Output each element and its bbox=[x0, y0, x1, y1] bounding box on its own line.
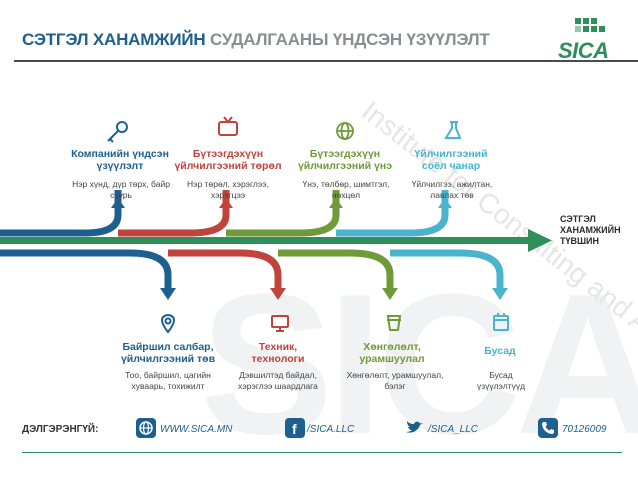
flow-bottom-olive bbox=[278, 249, 394, 290]
bottom-item-label-2: Техник, технологи bbox=[251, 341, 305, 365]
arrowhead-top-red bbox=[219, 198, 233, 208]
page-title: СЭТГЭЛ ХАНАМЖИЙН СУДАЛГААНЫ ҮНДСЭН ҮЗҮҮЛ… bbox=[22, 30, 490, 50]
flow-top-olive bbox=[226, 190, 340, 237]
twitter-link[interactable]: /SICA_LLC bbox=[428, 424, 479, 435]
footer-label: ДЭЛГЭРЭНГҮЙ: bbox=[22, 424, 99, 435]
bottom-item-desc-3: Хөнгөлөлт, урамшуулал, бэлэг bbox=[346, 370, 444, 391]
arrowhead-top-cyan bbox=[438, 198, 452, 208]
cup-icon bbox=[386, 315, 402, 331]
top-item-label-3: Бүтээгдэхүүн үйлчилгээний үнэ bbox=[297, 148, 393, 172]
top-item-desc-1: Нэр хүнд, дүр төрх, байр суурь bbox=[72, 179, 170, 200]
logo-text: SICA bbox=[558, 38, 609, 63]
bottom-item-label-1: Байршил салбар, үйлчилгээний төв bbox=[120, 341, 216, 365]
title-divider bbox=[14, 60, 638, 62]
bottom-item-label-4: Бусад bbox=[484, 345, 516, 357]
phone-number[interactable]: 70126009 bbox=[562, 424, 607, 435]
footer-divider bbox=[22, 452, 622, 453]
flow-bottom-blue bbox=[0, 249, 172, 290]
flow-top-blue bbox=[0, 190, 122, 237]
satisfaction-level-label: СЭТГЭЛ ХАНАМЖИЙН ТҮВШИН bbox=[560, 214, 621, 246]
twitter-icon bbox=[404, 418, 424, 438]
bottom-item-desc-4: Бусад үзүүлэлтүүд bbox=[476, 370, 526, 391]
svg-text:f: f bbox=[292, 421, 297, 437]
top-item-desc-4: Үйлчилгээ, ажилтан, лавлах төв bbox=[411, 179, 493, 200]
arrowhead-bottom-cyan bbox=[492, 288, 508, 300]
main-arrow-head bbox=[528, 229, 552, 252]
globe-icon bbox=[336, 122, 354, 140]
top-item-label-4: Үйлчилгээний соёл чанар bbox=[414, 148, 488, 172]
title-part-1: СЭТГЭЛ ХАНАМЖИЙН bbox=[22, 30, 206, 49]
bottom-item-desc-1: Тоо, байршил, цагийн хуваарь, тохижилт bbox=[125, 370, 211, 391]
top-item-desc-2: Нэр төрөл, хэрэглээ, хэрэгцээ bbox=[187, 179, 269, 200]
bottom-item-label-3: Хөнгөлөлт, урамшуулал bbox=[359, 341, 425, 365]
top-item-label-2: Бүтээгдэхүүн үйлчилгээний төрөл bbox=[174, 148, 282, 172]
monitor-icon bbox=[271, 315, 289, 332]
phone-icon bbox=[538, 418, 558, 438]
flow-bottom-red bbox=[168, 249, 282, 290]
arrowhead-top-olive bbox=[329, 198, 343, 208]
flow-top-cyan bbox=[336, 190, 449, 237]
flow-top-red bbox=[118, 190, 230, 237]
title-part-2: СУДАЛГААНЫ ҮНДСЭН ҮЗҮҮЛЭЛТ bbox=[210, 30, 490, 49]
facebook-icon: f bbox=[285, 418, 305, 438]
arrowhead-bottom-red bbox=[270, 288, 286, 300]
location-pin-icon bbox=[161, 313, 175, 334]
top-item-desc-3: Үнэ, төлбөр, шимтгэл, нөхцөл bbox=[302, 179, 390, 200]
arrowhead-bottom-olive bbox=[382, 288, 398, 300]
main-arrow-bar bbox=[0, 237, 530, 244]
arrowhead-top-blue bbox=[111, 198, 125, 208]
bottom-item-desc-2: Дэвшилтэд байдал, хэрэглээ шаардлага bbox=[238, 370, 318, 391]
flow-bottom-cyan bbox=[390, 249, 504, 290]
top-item-label-1: Компанийн үндсэн үзүүлэлт bbox=[71, 148, 169, 172]
facebook-link[interactable]: /SICA.LLC bbox=[307, 424, 355, 435]
key-icon bbox=[107, 121, 128, 143]
calendar-icon bbox=[493, 313, 509, 331]
tv-icon bbox=[218, 116, 238, 136]
website-link[interactable]: WWW.SICA.MN bbox=[160, 424, 233, 435]
website-icon bbox=[136, 418, 156, 438]
sica-logo-icon bbox=[575, 18, 605, 32]
arrowhead-bottom-blue bbox=[160, 288, 176, 300]
flask-icon bbox=[444, 121, 462, 139]
